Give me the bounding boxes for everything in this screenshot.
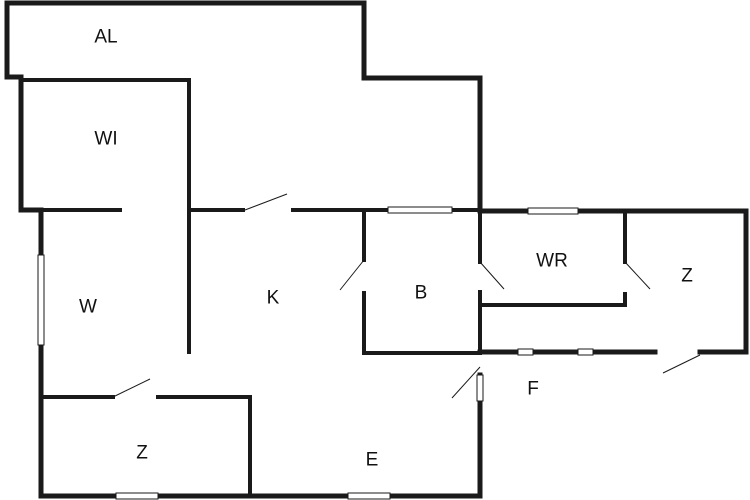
room-label-wr: WR	[536, 250, 568, 272]
door-b-left	[339, 259, 365, 291]
interior-walls	[19, 78, 627, 498]
door-z-right-bottom	[662, 354, 701, 374]
windows	[37, 206, 594, 500]
room-label-z-right: Z	[681, 265, 693, 287]
window-b-top	[387, 206, 453, 214]
outer-walls	[4, 0, 749, 499]
room-label-f: F	[527, 378, 539, 400]
room-label-wi: WI	[94, 128, 118, 150]
door-k-top	[244, 193, 288, 211]
room-label-z-bottom: Z	[136, 442, 148, 464]
window-f-left	[476, 374, 484, 402]
doors	[112, 193, 701, 399]
window-wr-top	[527, 207, 579, 215]
door-entrance	[451, 366, 481, 399]
room-label-b: B	[414, 282, 428, 304]
door-z-bottom-top	[112, 378, 151, 398]
room-label-k: K	[266, 287, 280, 309]
outer-wall-left	[4, 74, 483, 499]
door-z-right-left	[624, 261, 651, 290]
room-label-w: W	[79, 296, 97, 318]
window-e-bottom	[347, 492, 391, 500]
room-label-al: AL	[94, 26, 118, 48]
room-label-e: E	[365, 449, 379, 471]
outer-wall-right-wing	[477, 208, 749, 355]
door-wr-left	[479, 261, 505, 290]
window-wing-bottom-1	[517, 348, 534, 356]
outer-wall-top-left	[4, 0, 483, 214]
window-z-bottom	[115, 492, 159, 500]
window-wing-bottom-2	[577, 348, 594, 356]
window-w-left	[37, 254, 45, 346]
